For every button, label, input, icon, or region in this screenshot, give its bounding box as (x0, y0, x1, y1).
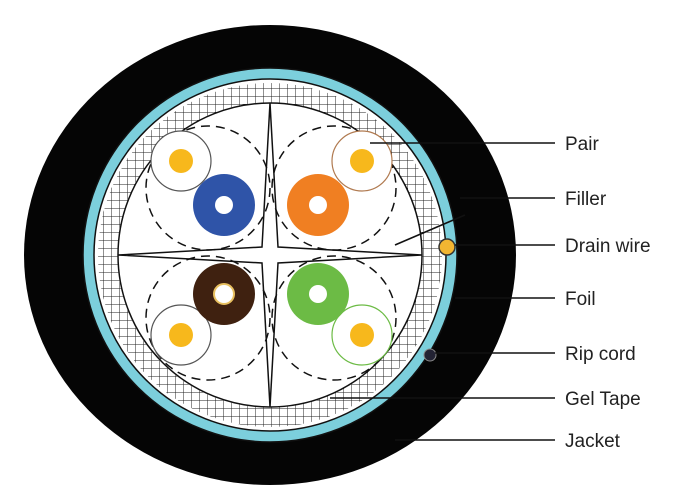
label-gel-tape: Gel Tape (565, 389, 641, 410)
rip-cord (423, 348, 437, 362)
label-rip-cord: Rip cord (565, 344, 636, 365)
pair-green (287, 263, 393, 366)
pair-blue (150, 130, 255, 236)
pair-boundaries (145, 125, 397, 381)
leader-lines (330, 142, 555, 441)
drain-wire (438, 238, 456, 256)
pair-orange (287, 130, 393, 236)
pair-brown (150, 263, 255, 366)
label-foil: Foil (565, 289, 596, 310)
label-pair: Pair (565, 134, 599, 155)
label-drain-wire: Drain wire (565, 236, 651, 257)
label-filler: Filler (565, 189, 607, 210)
label-jacket: Jacket (565, 431, 621, 452)
